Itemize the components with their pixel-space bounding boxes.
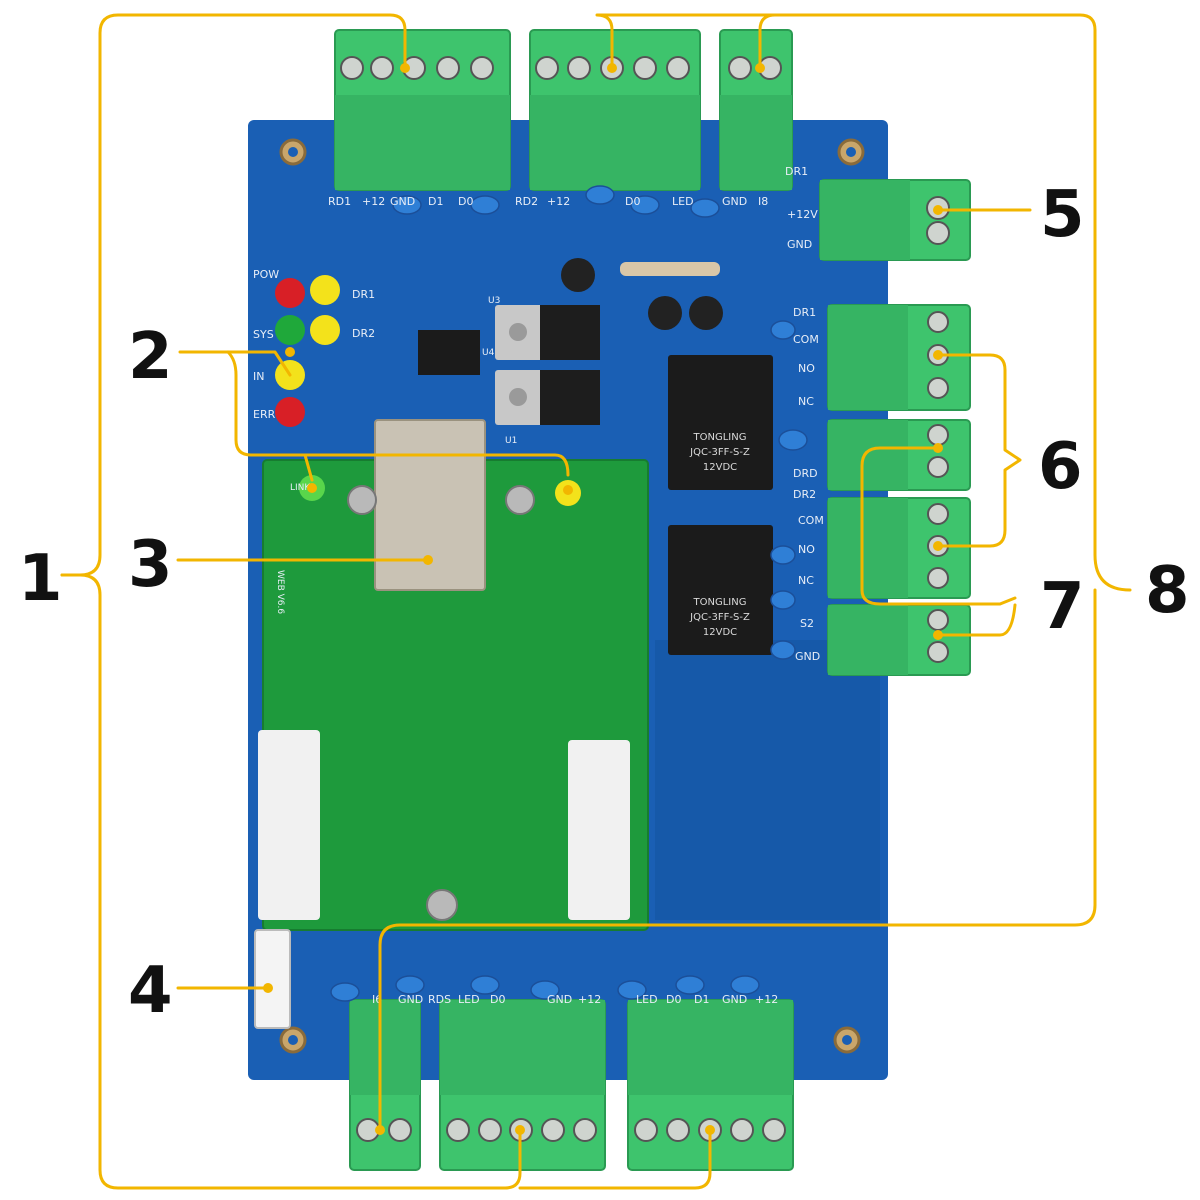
voltage-regulators <box>495 305 600 425</box>
silk-gnd-e: GND <box>722 993 747 1006</box>
silk-err: ERR <box>253 408 276 421</box>
callout-4: 4 <box>128 954 173 1028</box>
silk-led-a: LED <box>672 195 694 208</box>
relay-2-brand: TONGLING <box>693 597 747 608</box>
pcb-copper-fill <box>655 640 880 920</box>
silk-com-2: COM <box>798 514 824 527</box>
silkscreen-leds: POW SYS IN ERR DR1 DR2 <box>253 268 375 421</box>
terminal-block-bottom-right <box>627 999 794 1171</box>
silk-u3: U3 <box>488 296 500 306</box>
callout-7: 7 <box>1040 570 1085 644</box>
silkscreen-top-right: GND I8 DR1 <box>722 165 808 208</box>
silkscreen-relay1: DR1 COM NO NC <box>793 306 819 408</box>
relay-2-model: JQC-3FF-S-Z <box>689 612 750 623</box>
callout-8: 8 <box>1145 554 1190 628</box>
relay2-terminal <box>827 497 971 599</box>
silk-gnd-b: GND <box>722 195 747 208</box>
silk-dr2-relay: DR2 <box>793 488 816 501</box>
silk-u4: U4 <box>482 348 495 358</box>
silk-plus12-c: +12 <box>578 993 601 1006</box>
silk-i6: I6 <box>372 993 382 1006</box>
relay-2: TONGLING JQC-3FF-S-Z 12VDC <box>668 525 773 655</box>
silk-gnd-d: GND <box>547 993 572 1006</box>
silk-d0-c: D0 <box>490 993 505 1006</box>
silk-d1-a: D1 <box>428 195 443 208</box>
callout-dots <box>263 63 943 1135</box>
silk-gnd-c: GND <box>398 993 423 1006</box>
module-label: WEB V6.6 <box>275 570 285 614</box>
silkscreen-power: +12V GND <box>787 208 818 251</box>
silk-no-1: NO <box>798 362 815 375</box>
relay-1-coil: 12VDC <box>703 462 737 473</box>
callout-6: 6 <box>1038 430 1083 504</box>
silkscreen-bottom: I6 GND RDS LED D0 GND +12 LED D0 D1 GND … <box>372 993 778 1006</box>
relay-1-brand: TONGLING <box>693 432 747 443</box>
silk-drd: DRD <box>793 467 818 480</box>
silk-dr2-led: DR2 <box>352 327 375 340</box>
power-terminal <box>819 179 971 261</box>
silkscreen-ics: U3 U4 U1 <box>482 296 517 446</box>
silk-com-1: COM <box>793 333 819 346</box>
silk-dr1-relay: DR1 <box>793 306 816 319</box>
relay-2-coil: 12VDC <box>703 627 737 638</box>
silk-rd1: RD1 <box>328 195 351 208</box>
jst-connector <box>254 929 291 1029</box>
terminal-block-top-left <box>334 29 511 191</box>
relay1-terminal <box>827 304 971 411</box>
relay-1: TONGLING JQC-3FF-S-Z 12VDC <box>668 355 773 490</box>
silk-d0-d: D0 <box>666 993 681 1006</box>
door-sensor-terminal <box>827 419 971 491</box>
terminal-block-bottom-left <box>349 999 421 1171</box>
silk-plus12-d: +12 <box>755 993 778 1006</box>
silk-led-b: LED <box>458 993 480 1006</box>
silk-d0-b: D0 <box>625 195 640 208</box>
callout-2: 2 <box>128 320 173 394</box>
silk-plus12v: +12V <box>787 208 818 221</box>
ceramic-capacitors <box>330 185 808 1002</box>
callout-1: 1 <box>18 542 63 616</box>
resistor <box>620 262 720 276</box>
silk-plus12-a: +12 <box>362 195 385 208</box>
silkscreen-relay2: DRD DR2 COM NO NC <box>793 467 824 587</box>
silk-s2: S2 <box>800 617 814 630</box>
callout-5: 5 <box>1040 178 1085 252</box>
silk-no-2: NO <box>798 543 815 556</box>
silk-dr1-top: DR1 <box>785 165 808 178</box>
silk-dr1-led: DR1 <box>352 288 375 301</box>
silk-led-c: LED <box>636 993 658 1006</box>
relay-1-model: JQC-3FF-S-Z <box>689 447 750 458</box>
silk-sys: SYS <box>253 328 274 341</box>
silk-gnd-power: GND <box>787 238 812 251</box>
terminal-block-bottom-mid <box>439 999 606 1171</box>
main-ic <box>418 330 480 375</box>
link-label: LINK <box>290 483 311 493</box>
terminal-block-top-mid <box>529 29 701 191</box>
silk-d1-b: D1 <box>694 993 709 1006</box>
silkscreen-top-left: RD1 +12 GND D1 D0 <box>328 195 473 208</box>
silk-gnd-a: GND <box>390 195 415 208</box>
network-module: WEB V6.6 LINK <box>258 419 649 931</box>
silk-nc-2: NC <box>798 574 814 587</box>
silkscreen-top-mid: RD2 +12 D0 LED <box>515 195 694 208</box>
sensor2-terminal <box>827 604 971 676</box>
silk-rd2: RD2 <box>515 195 538 208</box>
silk-i8: I8 <box>758 195 768 208</box>
callout-3: 3 <box>128 528 173 602</box>
electrolytic-capacitors <box>561 258 723 330</box>
silk-nc-1: NC <box>798 395 814 408</box>
silkscreen-sensor: S2 GND <box>795 617 820 663</box>
silk-u1: U1 <box>505 436 517 446</box>
callout-lines <box>60 13 1132 1190</box>
silk-plus12-b: +12 <box>547 195 570 208</box>
silk-d0-a: D0 <box>458 195 473 208</box>
silk-rds: RDS <box>428 993 451 1006</box>
terminal-block-top-right <box>719 29 793 191</box>
mounting-holes <box>279 138 865 1054</box>
silk-in: IN <box>253 370 264 383</box>
silk-gnd-sensor: GND <box>795 650 820 663</box>
silk-pow: POW <box>253 268 279 281</box>
